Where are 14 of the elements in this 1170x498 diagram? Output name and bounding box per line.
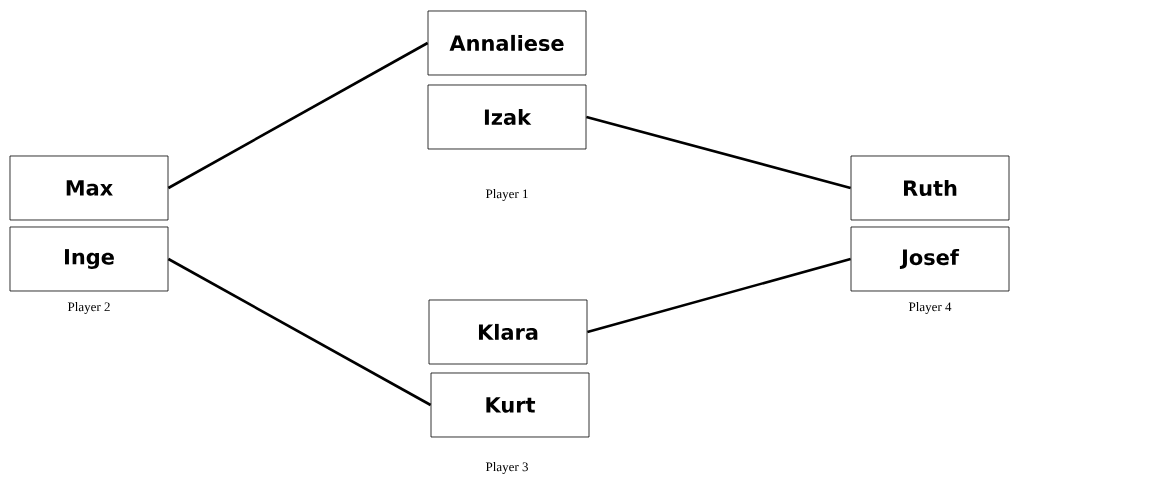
name-box: Max	[9, 155, 169, 221]
name-box: Klara	[428, 299, 588, 365]
name-box: Inge	[9, 226, 169, 292]
player-label: Player 1	[485, 189, 528, 201]
name-box: Annaliese	[427, 10, 587, 76]
name-box: Ruth	[850, 155, 1010, 221]
connector-line	[586, 115, 851, 190]
player-label: Player 3	[485, 462, 528, 474]
connector-line	[587, 257, 851, 334]
connector-line	[167, 41, 429, 190]
name-box: Kurt	[430, 372, 590, 438]
name-box: Izak	[427, 84, 587, 150]
connector-line	[167, 257, 432, 407]
name-box: Josef	[850, 226, 1010, 292]
